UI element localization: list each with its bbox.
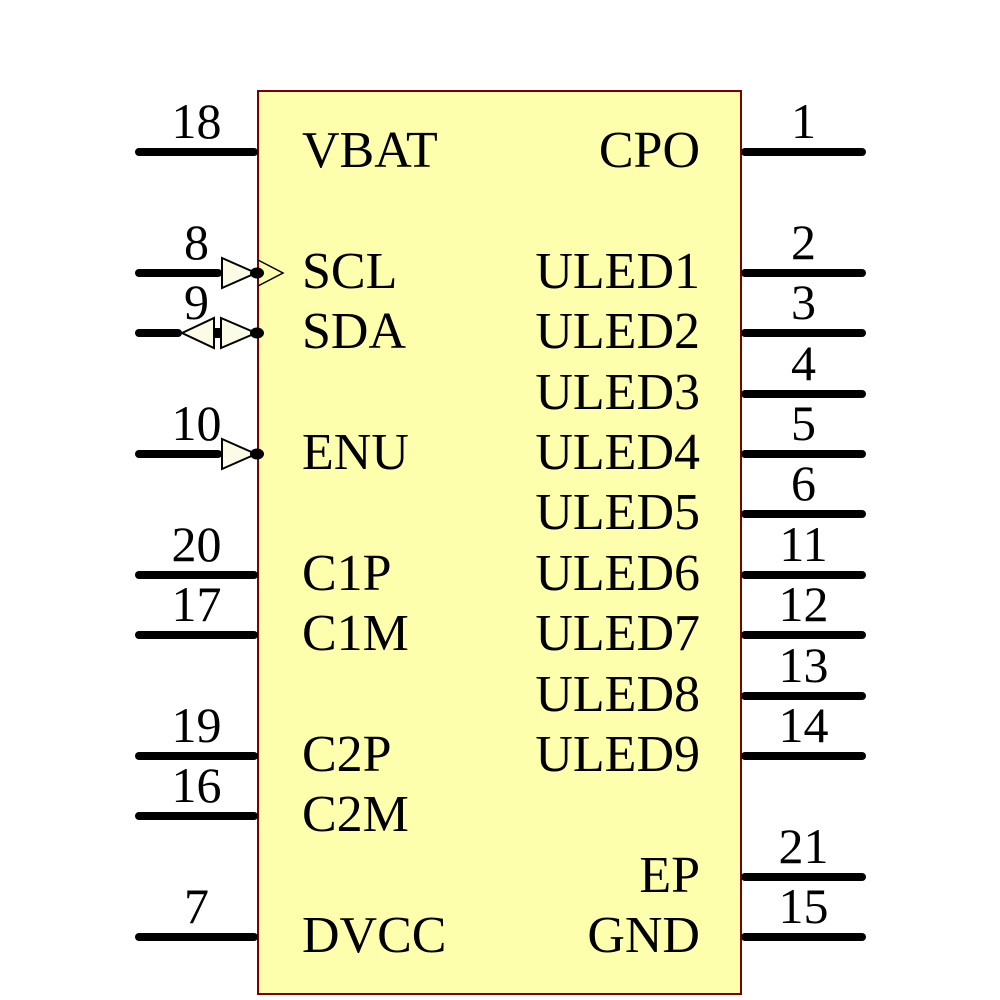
ic-body (257, 90, 742, 995)
pin-number: 12 (778, 576, 829, 632)
pin-wire (741, 752, 866, 760)
pin-number: 1 (791, 93, 816, 149)
pin-label: C2P (302, 726, 392, 783)
pin-label: C2M (302, 786, 409, 843)
pin-wire (741, 269, 866, 277)
pin-label: CPO (598, 122, 700, 179)
pin-number: 9 (184, 274, 209, 330)
pin-label: ULED1 (535, 243, 700, 300)
pin-number: 15 (778, 878, 829, 934)
pin-wire (741, 571, 866, 579)
pin-number: 13 (778, 637, 829, 693)
pin-number: 11 (779, 516, 828, 572)
pin-number: 3 (791, 274, 816, 330)
pin-wire (741, 450, 866, 458)
pin-wire (135, 631, 258, 639)
pin-wire (741, 329, 866, 337)
pin-label: ENU (302, 424, 409, 481)
pin-wire (135, 571, 258, 579)
pin-wire (741, 148, 866, 156)
pin-wire (135, 148, 258, 156)
pin-label: ULED3 (535, 364, 700, 421)
pin-number: 8 (184, 214, 209, 270)
pin-wire (741, 631, 866, 639)
pin-wire (741, 510, 866, 518)
pin-label: ULED9 (535, 726, 700, 783)
pin-number: 19 (171, 697, 222, 753)
pin-wire (135, 933, 258, 941)
pin-label: VBAT (302, 122, 438, 179)
pin-label: ULED7 (535, 605, 700, 662)
pin-label: C1P (302, 545, 392, 602)
pin-label: SCL (302, 243, 398, 300)
pin-wire (135, 329, 182, 337)
pin-label: ULED5 (535, 484, 700, 541)
pin-wire (135, 450, 222, 458)
pin-label: EP (639, 847, 700, 904)
pin-label: DVCC (302, 907, 447, 964)
pin-label: GND (587, 907, 700, 964)
pin-wire (135, 269, 222, 277)
pin-label: ULED4 (535, 424, 700, 481)
pin-wire (135, 812, 258, 820)
pin-wire (741, 873, 866, 881)
pin-wire (135, 752, 258, 760)
pin-number: 2 (791, 214, 816, 270)
pin-number: 14 (778, 697, 829, 753)
pin-number: 21 (778, 818, 829, 874)
pin-number: 20 (171, 516, 222, 572)
pin-label: ULED8 (535, 666, 700, 723)
pin-wire (741, 692, 866, 700)
pin-label: SDA (302, 303, 407, 360)
pin-number: 4 (791, 335, 816, 391)
pin-label: C1M (302, 605, 409, 662)
pin-label: ULED2 (535, 303, 700, 360)
pin-wire (741, 933, 866, 941)
pin-label: ULED6 (535, 545, 700, 602)
pin-number: 7 (184, 878, 209, 934)
pin-number: 5 (791, 395, 816, 451)
pin-number: 10 (171, 395, 222, 451)
pin-wire (741, 390, 866, 398)
pin-number: 17 (171, 576, 222, 632)
pin-number: 6 (791, 455, 816, 511)
pin-number: 18 (171, 93, 222, 149)
pin-number: 16 (171, 757, 222, 813)
